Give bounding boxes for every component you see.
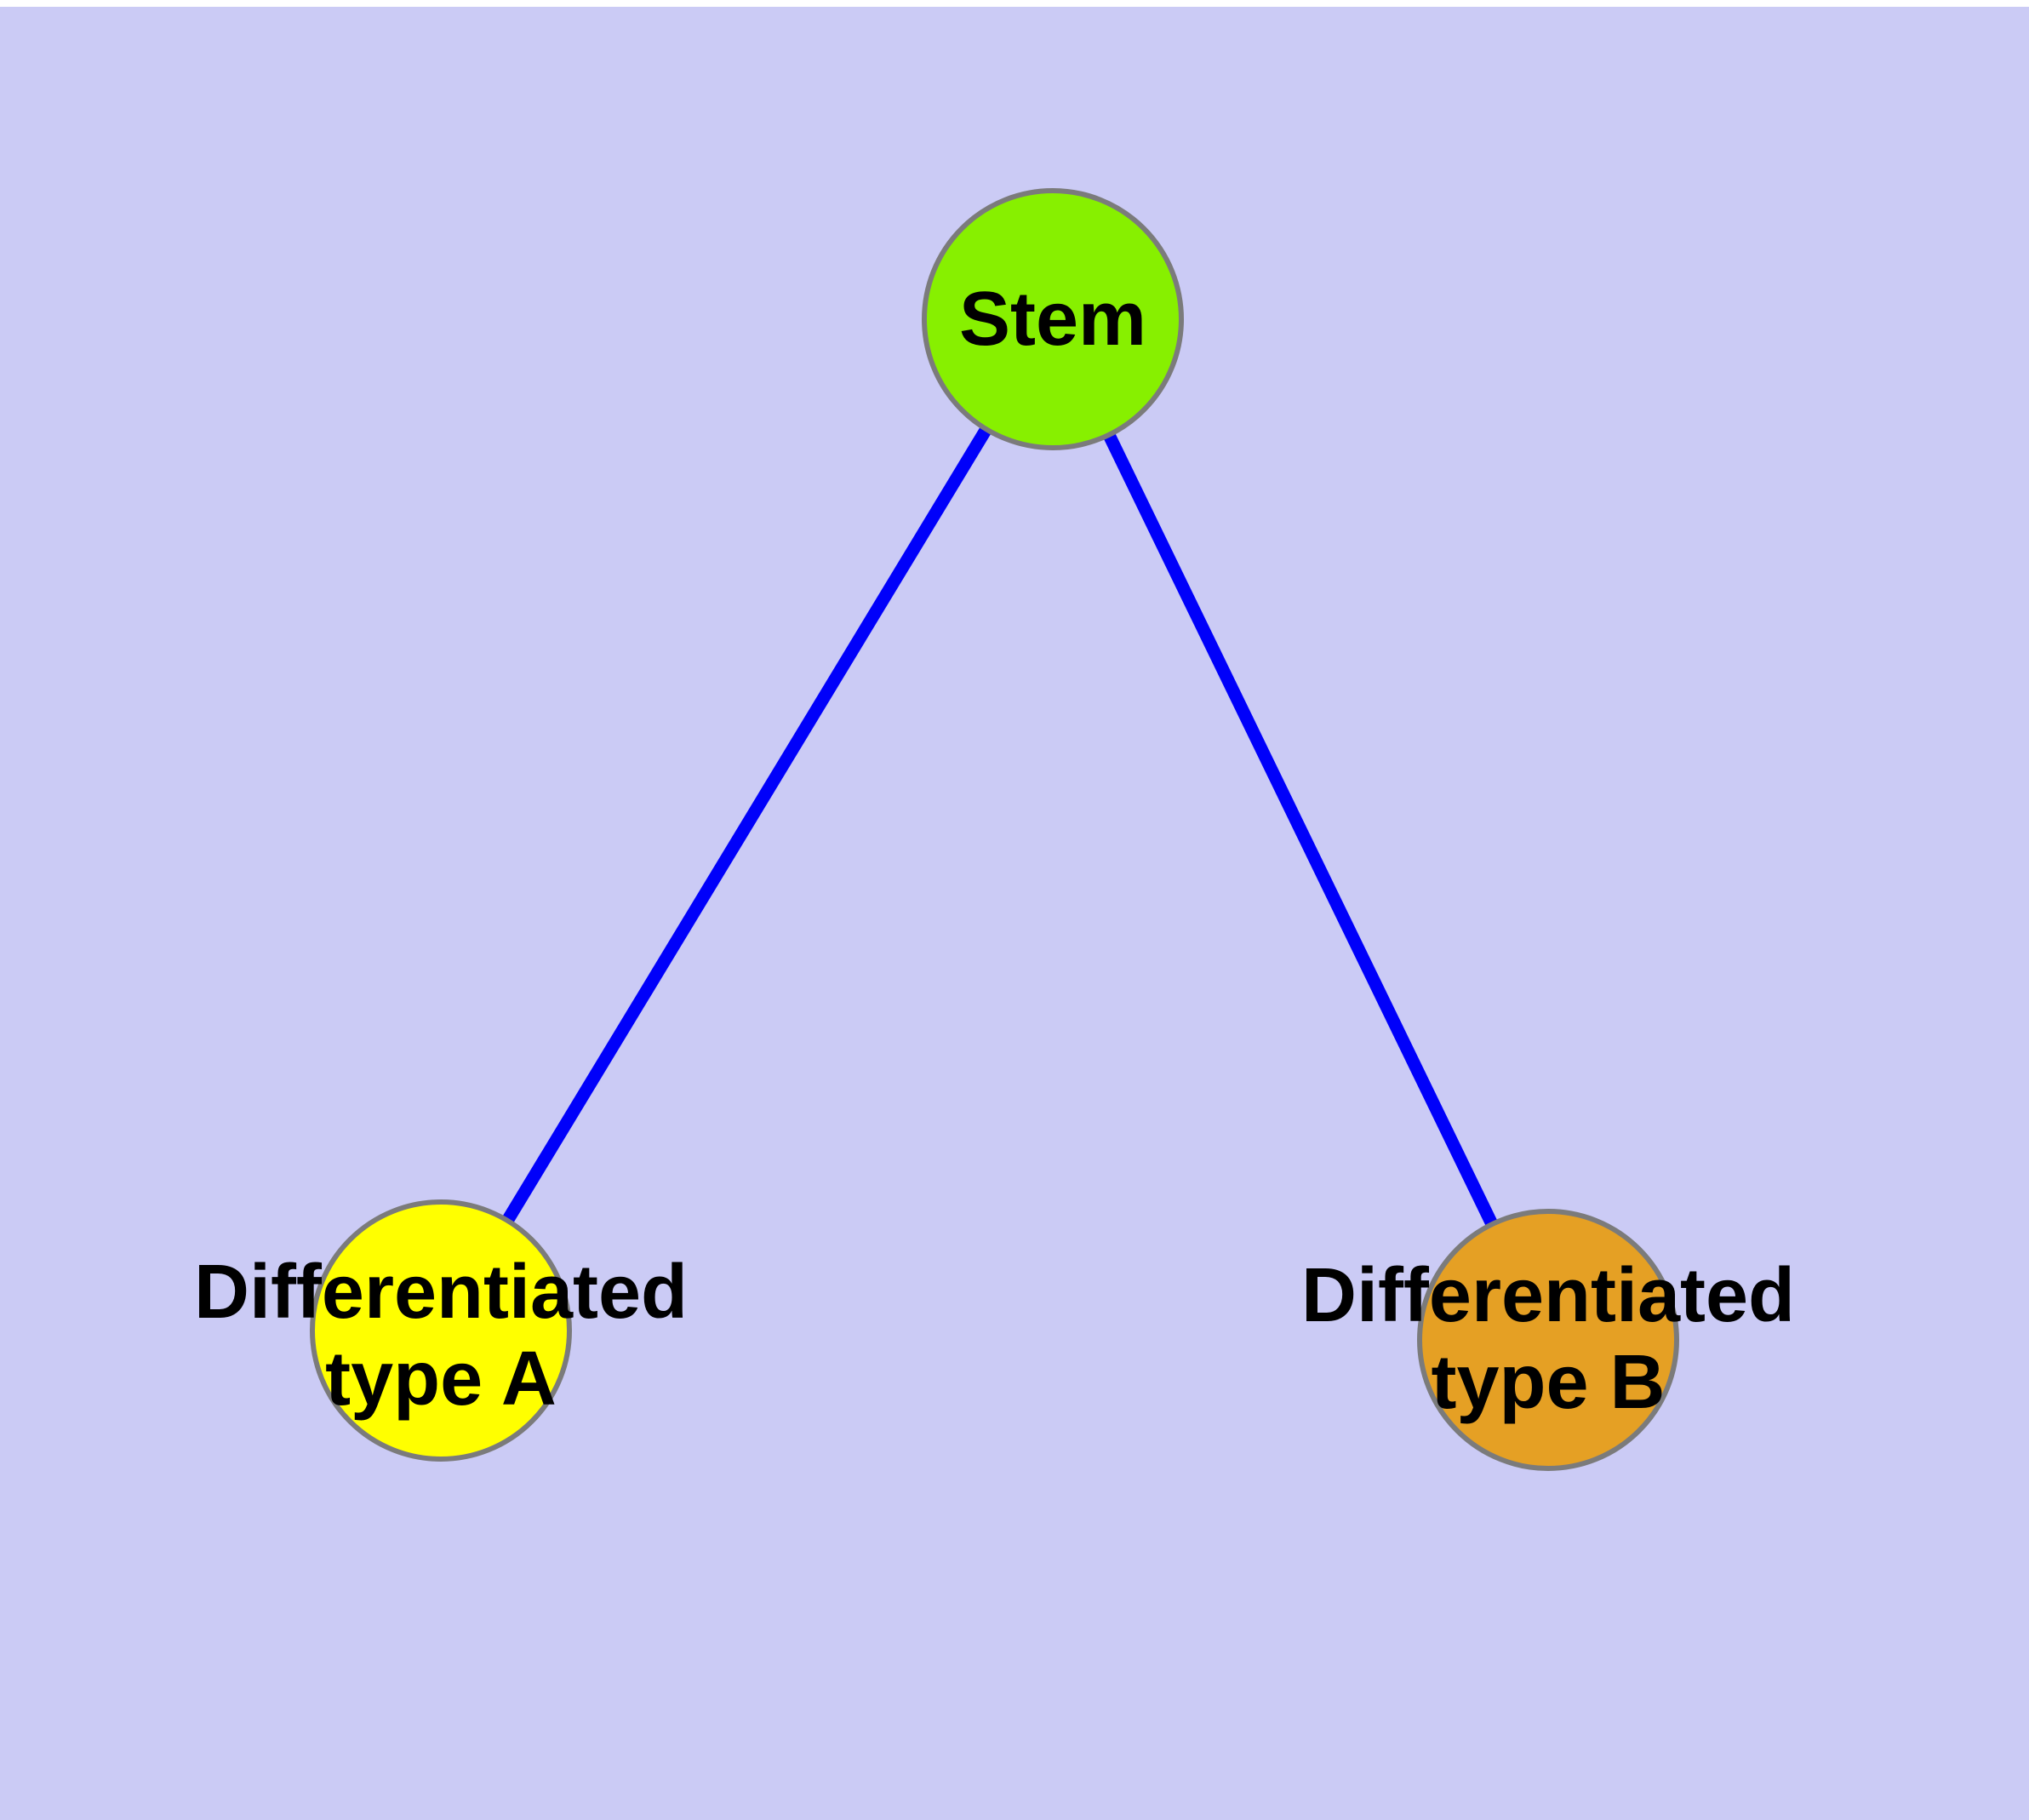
nodes-group: [310, 188, 1679, 1471]
stem-node: [922, 188, 1184, 450]
edge-stem-to-type-a: [435, 316, 1059, 1334]
type-b-node-label-line2: type B: [1431, 1340, 1665, 1425]
edge-stem-to-type-b: [1047, 316, 1554, 1343]
type-a-node-label-line1: Differentiated: [194, 1250, 688, 1335]
type-a-node: [310, 1199, 572, 1462]
labels-group: Stem Differentiated type A Differentiate…: [194, 277, 1795, 1425]
edges-group: [435, 316, 1554, 1343]
type-b-node: [1417, 1209, 1679, 1471]
type-b-node-label-line1: Differentiated: [1301, 1253, 1795, 1338]
stem-node-label: Stem: [959, 277, 1146, 362]
type-a-node-label-line2: type A: [325, 1336, 557, 1422]
